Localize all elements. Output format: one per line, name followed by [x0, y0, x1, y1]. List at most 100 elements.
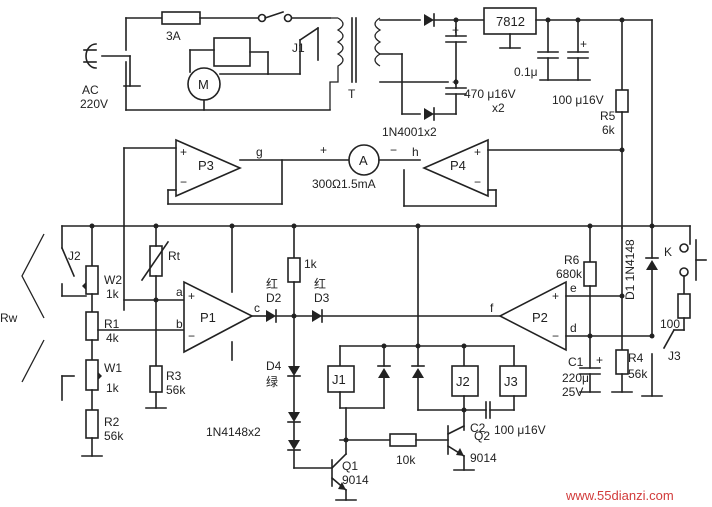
led-d2-icon [266, 310, 276, 322]
potentiometer-w1 [85, 359, 99, 391]
resistor-r6 [583, 261, 597, 287]
cap-01-label: 0.1μ [514, 65, 538, 79]
r5-value: 6k [602, 123, 616, 137]
r6-value: 680k [556, 267, 583, 281]
rw-bracket [21, 233, 45, 319]
led-d4-icon [288, 366, 300, 376]
w2-value: 1k [106, 287, 120, 301]
p1-label: P1 [200, 310, 216, 325]
cap-470-label: 470 μ16V [464, 87, 516, 101]
ac-plug-icon [85, 43, 97, 69]
node-a-label: a [176, 285, 183, 299]
relay-coil-j3 [499, 365, 527, 397]
w1-label: W1 [104, 361, 122, 375]
ac-voltage-label: 220V [80, 97, 108, 111]
led-d3-icon [312, 310, 322, 322]
sensor-section: Rw J2 W2 1k R1 4k W1 1k R2 56k Rt [0, 225, 186, 457]
d4-label: D4 [266, 359, 282, 373]
res-10k-label: 10k [396, 453, 416, 467]
r2-value: 56k [104, 429, 124, 443]
k-label: K [664, 245, 672, 259]
button-k-contact [679, 243, 689, 253]
potentiometer-w2 [85, 265, 99, 295]
j2-label: J2 [68, 249, 81, 263]
ac-label: AC [82, 83, 99, 97]
resistor-r2 [85, 409, 99, 439]
diode-pair-label: 1N4001x2 [382, 125, 437, 139]
relay-coil-j2 [451, 365, 479, 397]
rt-label: Rt [168, 249, 181, 263]
w2-label: W2 [104, 273, 122, 287]
node-c-label: c [254, 301, 260, 315]
c1-label: C1 [568, 355, 584, 369]
opamp-p3 [175, 138, 242, 198]
q1-value: 9014 [342, 473, 369, 487]
q2-label: Q2 [474, 429, 490, 443]
node-h-label: h [412, 145, 419, 159]
r5-label: R5 [600, 109, 616, 123]
minus-sign: − [474, 175, 481, 189]
resistor-1k [287, 257, 301, 283]
cap-470-x2-label: x2 [492, 101, 505, 115]
j3-coil-label: J3 [504, 374, 518, 389]
minus-sign: − [390, 143, 397, 157]
plus-sign: + [580, 37, 587, 51]
w1-value: 1k [106, 381, 120, 395]
green-label: 绿 [266, 374, 278, 389]
plus-sign: + [596, 353, 603, 367]
r3-value: 56k [166, 383, 186, 397]
res-1k-label: 1k [304, 257, 318, 271]
red-label-1: 红 [266, 276, 278, 291]
motor-label: M [198, 77, 209, 92]
d1-label: D1 1N4148 [623, 239, 637, 300]
r4-value: 56k [628, 367, 648, 381]
plus-sign: + [320, 143, 327, 157]
r4-label: R4 [628, 351, 644, 365]
opamp-p2 [498, 280, 567, 352]
regulator-label: 7812 [496, 14, 525, 29]
rw-label: Rw [0, 311, 18, 325]
j3-switch-label: J3 [668, 349, 681, 363]
r100-label: 100 [660, 317, 680, 331]
transformer-secondary [374, 17, 382, 67]
resistor-10k [389, 433, 417, 447]
node-e-label: e [570, 281, 577, 295]
diode-icon [288, 412, 300, 422]
diode-icon [288, 440, 300, 450]
p4-label: P4 [450, 158, 466, 173]
comparator-p2: P2 + − e d R6 680k + C1 220μ 25V R4 56k [498, 225, 707, 399]
resistor-r5 [615, 89, 629, 113]
thermistor-rt [149, 245, 163, 277]
ammeter-value: 300Ω1.5mA [312, 177, 376, 191]
resistor-100 [677, 293, 691, 319]
transformer-primary [329, 17, 344, 110]
plus-sign: + [452, 75, 459, 89]
regulator-7812 [483, 7, 537, 35]
r6-label: R6 [564, 253, 580, 267]
cap-100-label: 100 μ16V [552, 93, 604, 107]
r3-label: R3 [166, 369, 182, 383]
diode-1n4148x2-label: 1N4148x2 [206, 425, 261, 439]
p3-label: P3 [198, 158, 214, 173]
j1-coil-label: J1 [332, 372, 346, 387]
relay-driver: J1 J2 J3 C2 100 μ16V 10k [327, 225, 546, 501]
wiper-arrow-icon [98, 372, 102, 380]
minus-sign: − [188, 329, 195, 343]
minus-sign: − [552, 329, 559, 343]
ammeter-label: A [359, 153, 368, 168]
resistor-r3 [149, 365, 163, 393]
q2-value: 9014 [470, 451, 497, 465]
fuse-label: 3A [166, 29, 181, 43]
meter-section: P3 + − g + A 300Ω1.5mA − h P4 + − [123, 138, 625, 311]
relay-j1-label: J1 [292, 41, 305, 55]
c1-voltage: 25V [562, 385, 583, 399]
opamp-p4 [422, 138, 489, 198]
plus-sign: + [188, 289, 195, 303]
watermark: www.55dianzi.com [565, 488, 674, 503]
rw-bracket-lower [21, 339, 45, 383]
wiper-arrow-icon [82, 282, 86, 290]
npn-arrow-icon [456, 448, 464, 456]
npn-arrow-icon [338, 482, 346, 490]
diode-d1-icon [646, 260, 658, 270]
